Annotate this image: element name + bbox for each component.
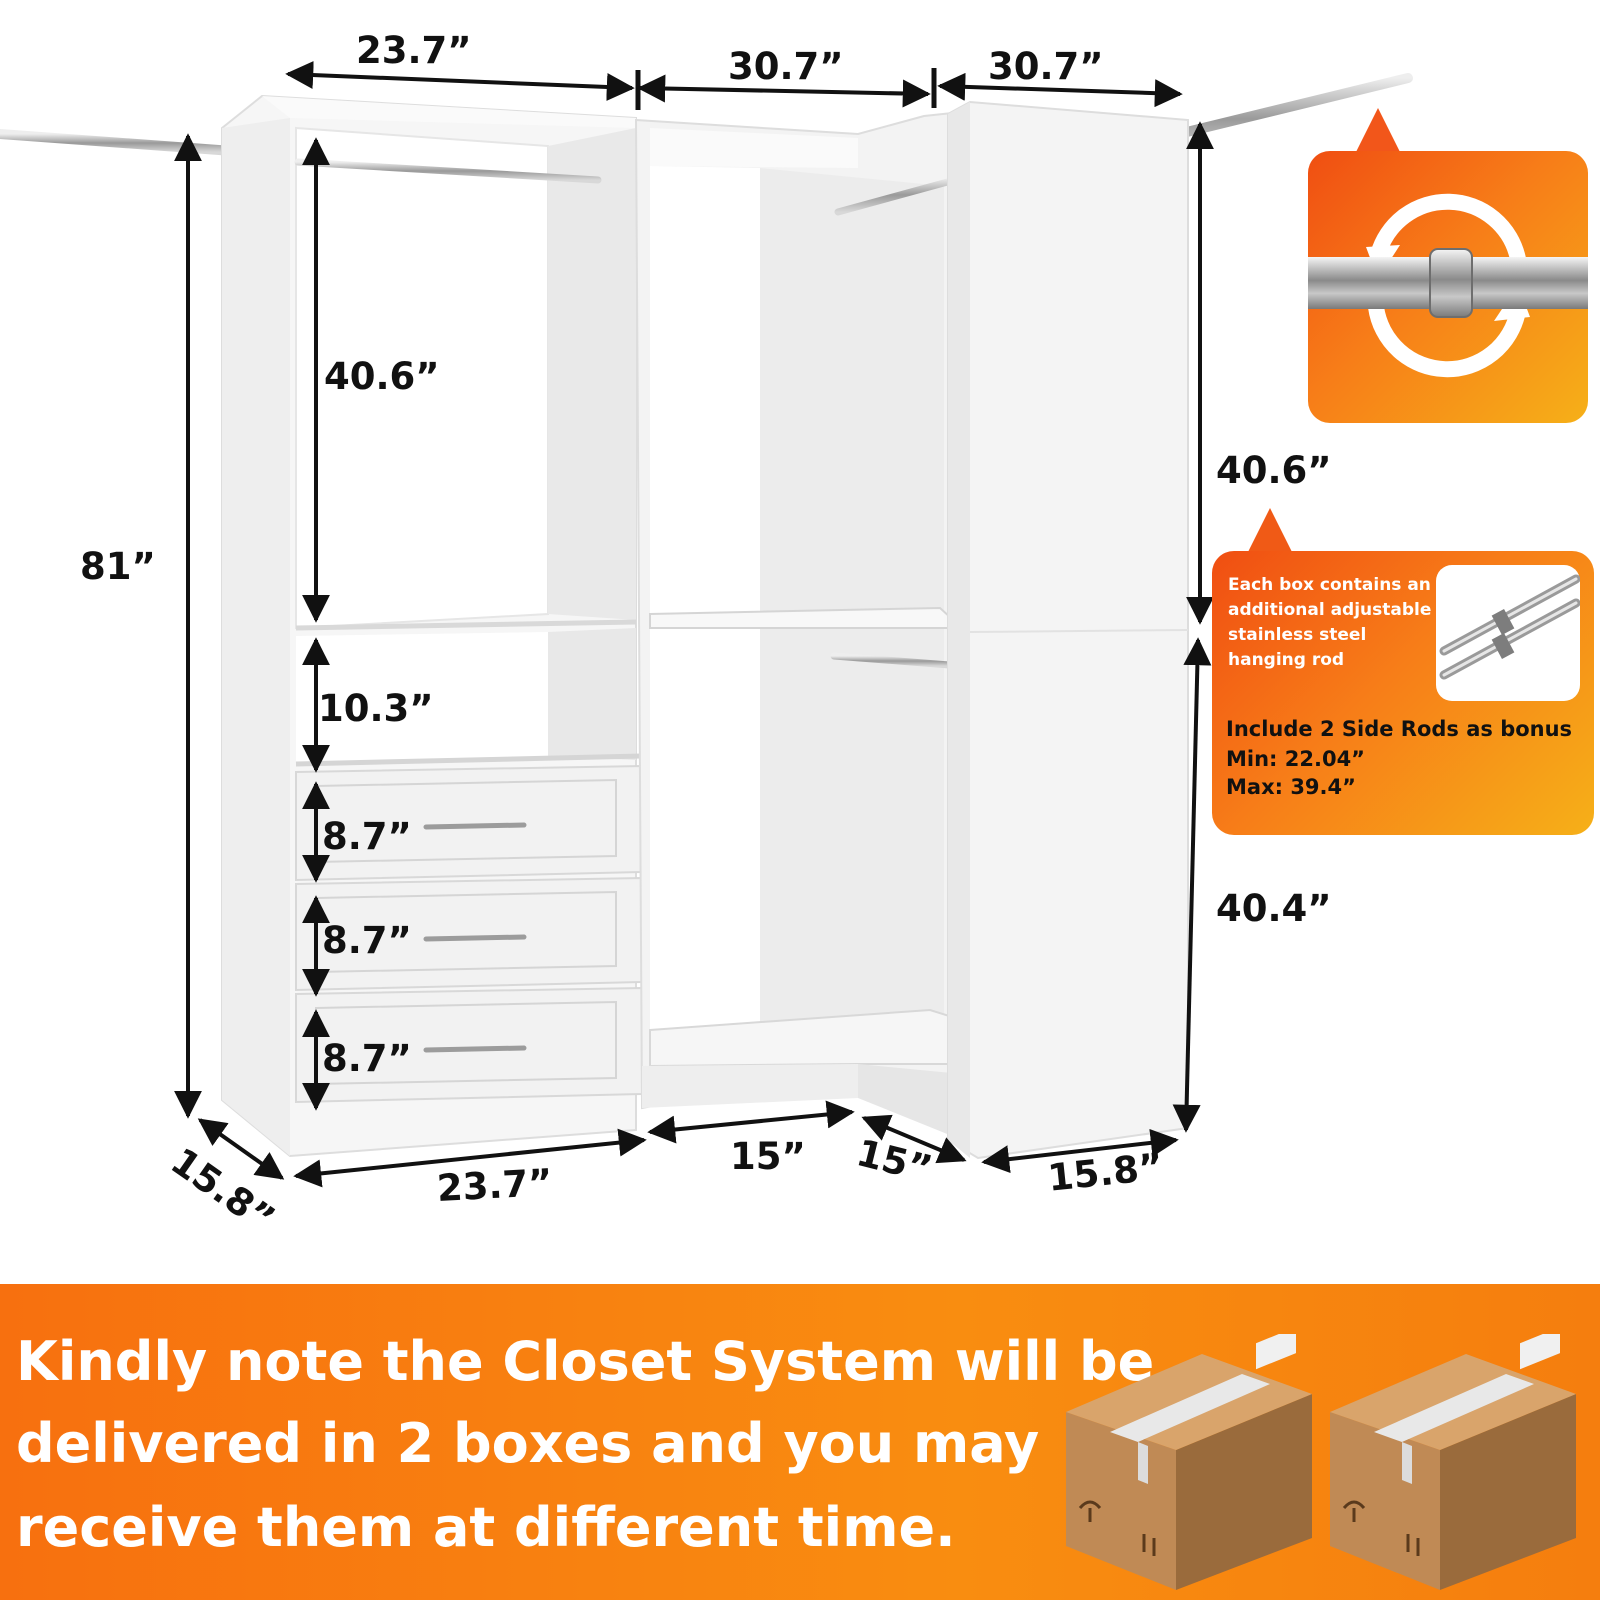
this-way-up-icon [1406,1534,1420,1556]
bonus-rod-callout: Each box contains an additional adjustab… [1212,551,1594,835]
left-hanging-rod [294,158,602,184]
dimension-lines [174,61,1214,1188]
bottom-left-width-label: 23.7” [435,1160,554,1210]
drawer-1-handle [423,822,527,830]
drawer-2-height-label: 8.7” [322,919,412,962]
rod-rotation-callout [1308,151,1588,423]
adjustable-rod-icon [1439,574,1581,680]
delivery-notice-line-2: delivered in 2 boxes and you may [16,1412,1040,1475]
bonus-title: Include 2 Side Rods as bonus [1226,717,1573,741]
right-tower [947,100,1189,1160]
bottom-corner-a-label: 15” [730,1135,806,1178]
bonus-callout-pointer [1248,508,1292,552]
closet-illustration [0,61,1413,1188]
left-tower [221,94,643,1158]
top-left-width-label: 23.7” [356,29,472,72]
left-side-rod [0,129,251,157]
rotation-arrows-icon [1308,193,1588,378]
bonus-description-line-4: hanging rod [1228,650,1345,670]
adjustable-rod-thumbnail [1436,565,1581,701]
bonus-max-length: Max: 39.4” [1226,775,1356,799]
left-hanging-height-label: 40.6” [324,355,440,398]
shipping-box-icon [1066,1334,1312,1590]
drawer-2-handle [423,934,527,942]
delivery-notice-line-1: Kindly note the Closet System will be [16,1330,1155,1393]
bonus-description: Each box contains an additional adjustab… [1228,573,1458,673]
right-upper-height-label: 40.6” [1216,449,1332,492]
bonus-description-line-3: stainless steel [1228,625,1367,645]
corner-unit [634,110,966,1140]
drawer-3-height-label: 8.7” [322,1037,412,1080]
callout-pointer [1356,108,1400,152]
bonus-description-line-1: Each box contains an [1228,575,1431,595]
bonus-description-line-2: additional adjustable [1228,600,1432,620]
right-lower-height-label: 40.4” [1216,887,1332,930]
drawer-3-handle [423,1045,527,1053]
delivery-notice-line-3: receive them at different time. [16,1496,956,1559]
drawer-1-height-label: 8.7” [322,815,412,858]
umbrella-icon [1078,1500,1102,1522]
shipping-box-icon [1330,1334,1576,1590]
top-right-width-label: 30.7” [988,45,1104,88]
this-way-up-icon [1142,1534,1156,1556]
delivery-notice-banner: Kindly note the Closet System will be de… [0,1284,1600,1600]
total-height-label: 81” [80,545,156,588]
corner-lower-rod [830,652,966,670]
right-side-depth-label: 15.8” [1045,1144,1166,1200]
bonus-min-length: Min: 22.04” [1226,747,1365,771]
umbrella-icon [1342,1500,1366,1522]
corner-upper-rod [834,174,966,216]
left-shelf-gap-label: 10.3” [318,687,434,730]
top-middle-width-label: 30.7” [728,45,844,88]
